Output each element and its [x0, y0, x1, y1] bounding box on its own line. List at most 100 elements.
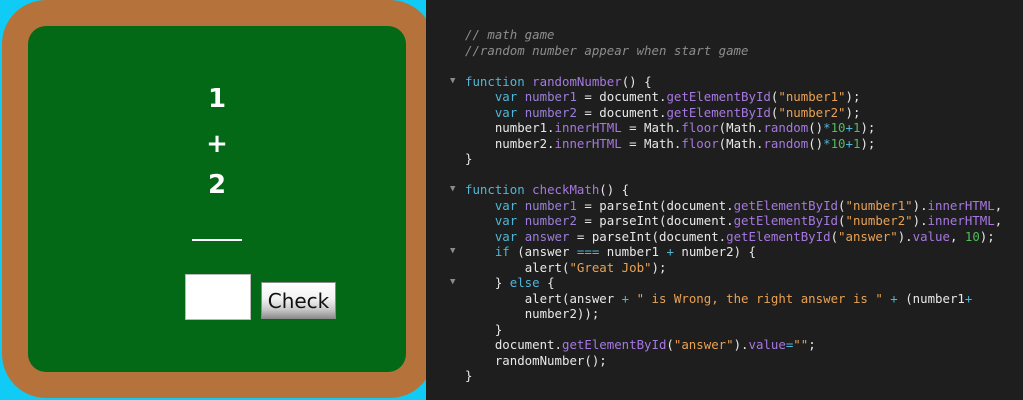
code-line[interactable]: [465, 58, 1002, 74]
code-token: var: [494, 228, 518, 244]
code-line[interactable]: alert("Great Job");: [465, 260, 1002, 276]
code-line[interactable]: ▼ if (answer === number1 + number2) {: [450, 244, 1002, 260]
code-line[interactable]: [465, 167, 1002, 183]
check-button[interactable]: Check: [261, 282, 336, 319]
code-token: "answer": [673, 337, 734, 352]
code-token: number2.: [494, 135, 555, 151]
code-token: ;: [808, 337, 816, 352]
code-content[interactable]: // math game//random number appear when …: [450, 27, 1002, 384]
fold-arrow-icon[interactable]: ▼: [450, 75, 456, 86]
code-token: number2));: [524, 306, 600, 321]
code-editor[interactable]: // math game//random number appear when …: [426, 0, 1023, 400]
indent: [465, 105, 495, 120]
code-token: getElementById: [733, 197, 839, 213]
code-line[interactable]: var number2 = parseInt(document.getEleme…: [465, 213, 1002, 229]
code-token: ).: [912, 197, 928, 213]
code-token: (): [808, 120, 824, 135]
indent: [465, 322, 495, 337]
code-line[interactable]: var answer = parseInt(document.getElemen…: [465, 229, 1002, 245]
code-token: getElementById: [666, 104, 771, 120]
code-token: number1: [524, 197, 577, 213]
code-token: [517, 213, 524, 228]
code-token: (number1: [897, 290, 965, 306]
code-line[interactable]: //random number appear when start game: [465, 43, 1002, 59]
code-line[interactable]: number1.innerHTML = Math.floor(Math.rand…: [465, 120, 1002, 136]
sum-line-divider: [192, 239, 242, 241]
code-token: );: [845, 89, 861, 104]
code-token: [517, 89, 524, 104]
code-line[interactable]: var number1 = document.getElementById("n…: [465, 89, 1002, 105]
code-token: getElementById: [666, 89, 771, 104]
code-token: 10: [964, 228, 980, 244]
code-line[interactable]: document.getElementById("answer").value=…: [465, 337, 1002, 353]
code-token: 10: [830, 120, 846, 135]
code-line[interactable]: ▼function checkMath() {: [450, 182, 1002, 198]
code-token: }: [465, 151, 473, 166]
code-line[interactable]: number2.innerHTML = Math.floor(Math.rand…: [465, 136, 1002, 152]
code-token: number2: [524, 104, 577, 120]
code-token: (: [770, 104, 779, 120]
indent: [465, 291, 525, 306]
code-token: 1: [852, 135, 861, 151]
code-token: function: [465, 182, 525, 197]
code-token: }: [494, 321, 503, 337]
code-line[interactable]: number2));: [465, 306, 1002, 322]
code-token: () {: [599, 182, 630, 197]
code-line[interactable]: randomNumber();: [465, 353, 1002, 369]
code-token: = document.: [576, 89, 667, 104]
code-token: = document.: [576, 104, 667, 120]
code-line[interactable]: }: [465, 151, 1002, 167]
code-line[interactable]: ▼ } else {: [450, 275, 1002, 291]
code-line[interactable]: }: [465, 368, 1002, 384]
code-line[interactable]: alert(answer + " is Wrong, the right ans…: [465, 291, 1002, 307]
code-token: +: [621, 290, 630, 306]
code-token: = Math.: [621, 135, 682, 151]
code-token: random: [763, 120, 809, 135]
code-token: = parseInt(document.: [576, 197, 734, 213]
code-token: "number2": [778, 104, 846, 120]
code-token: getElementById: [726, 228, 831, 244]
code-token: (: [770, 89, 779, 104]
code-line[interactable]: }: [465, 322, 1002, 338]
code-token: number1.: [494, 120, 555, 135]
code-token: [517, 105, 524, 120]
chalkboard: 1 + 2 Check: [28, 26, 406, 372]
code-line[interactable]: var number2 = document.getElementById("n…: [465, 105, 1002, 121]
code-token: floor: [681, 120, 719, 135]
answer-input[interactable]: [185, 274, 251, 320]
code-token: *: [823, 135, 831, 151]
code-token: }: [465, 368, 473, 383]
indent: [465, 244, 495, 259]
code-token: =: [785, 337, 794, 352]
code-token: [517, 229, 524, 244]
code-line[interactable]: ▼function randomNumber() {: [450, 74, 1002, 90]
code-token: answer: [524, 228, 570, 244]
code-token: document.: [494, 337, 562, 352]
code-token: //random number appear when start game: [465, 42, 749, 58]
fold-arrow-icon[interactable]: ▼: [450, 246, 456, 256]
code-token: (: [838, 197, 846, 213]
code-token: getElementById: [733, 213, 839, 228]
code-line[interactable]: var number1 = parseInt(document.getEleme…: [465, 198, 1002, 214]
code-token: +: [845, 120, 853, 135]
code-token: 10: [830, 135, 846, 151]
code-token: ).: [733, 337, 749, 352]
indent: [465, 229, 495, 244]
code-token: }: [494, 275, 510, 290]
fold-arrow-icon[interactable]: ▼: [450, 277, 456, 287]
code-token: );: [651, 259, 667, 275]
indent: [465, 213, 495, 228]
indent: [465, 353, 495, 368]
code-token: innerHTML: [927, 213, 995, 228]
code-token: innerHTML: [554, 120, 622, 135]
code-token: "Great Job": [569, 259, 652, 275]
code-token: (Math.: [718, 120, 764, 135]
code-token: ,: [994, 213, 1003, 228]
code-token: *: [823, 120, 831, 135]
code-line[interactable]: // math game: [465, 27, 1002, 43]
fold-arrow-icon[interactable]: ▼: [450, 184, 456, 194]
code-token: ===: [576, 244, 600, 259]
code-token: value: [748, 337, 786, 352]
code-token: ,: [994, 197, 1003, 213]
indent: [465, 89, 495, 104]
